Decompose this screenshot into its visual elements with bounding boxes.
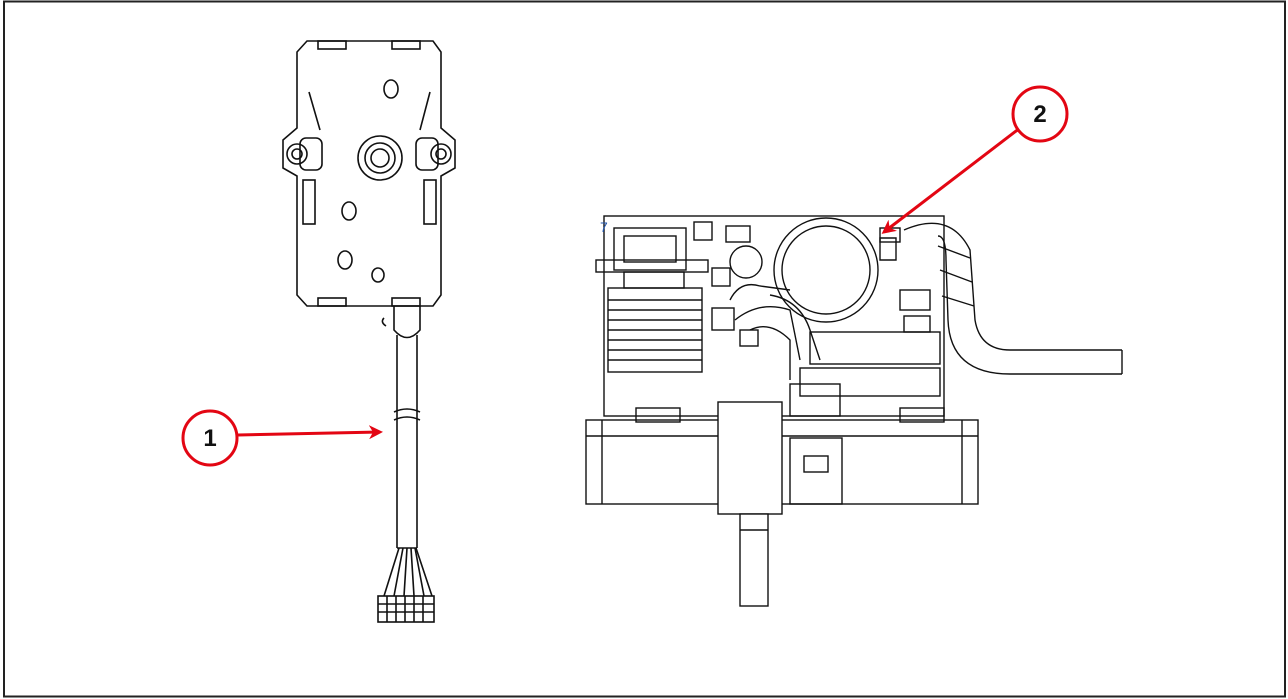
diagram-border — [3, 0, 1286, 698]
pcb-marking: 7 — [600, 219, 608, 235]
callout-2-arrow — [881, 126, 1021, 234]
callout-2-circle — [1011, 85, 1069, 143]
callout-2: 2 — [881, 85, 1069, 234]
callout-1-arrow — [237, 425, 383, 440]
callout-1: 1 — [181, 409, 383, 467]
actuator-open-circuit-board — [585, 215, 1123, 607]
actuator-with-cable — [282, 40, 456, 623]
callout-1-circle — [181, 409, 239, 467]
callout-2-number: 2 — [1033, 101, 1046, 128]
callout-1-number: 1 — [203, 425, 216, 452]
